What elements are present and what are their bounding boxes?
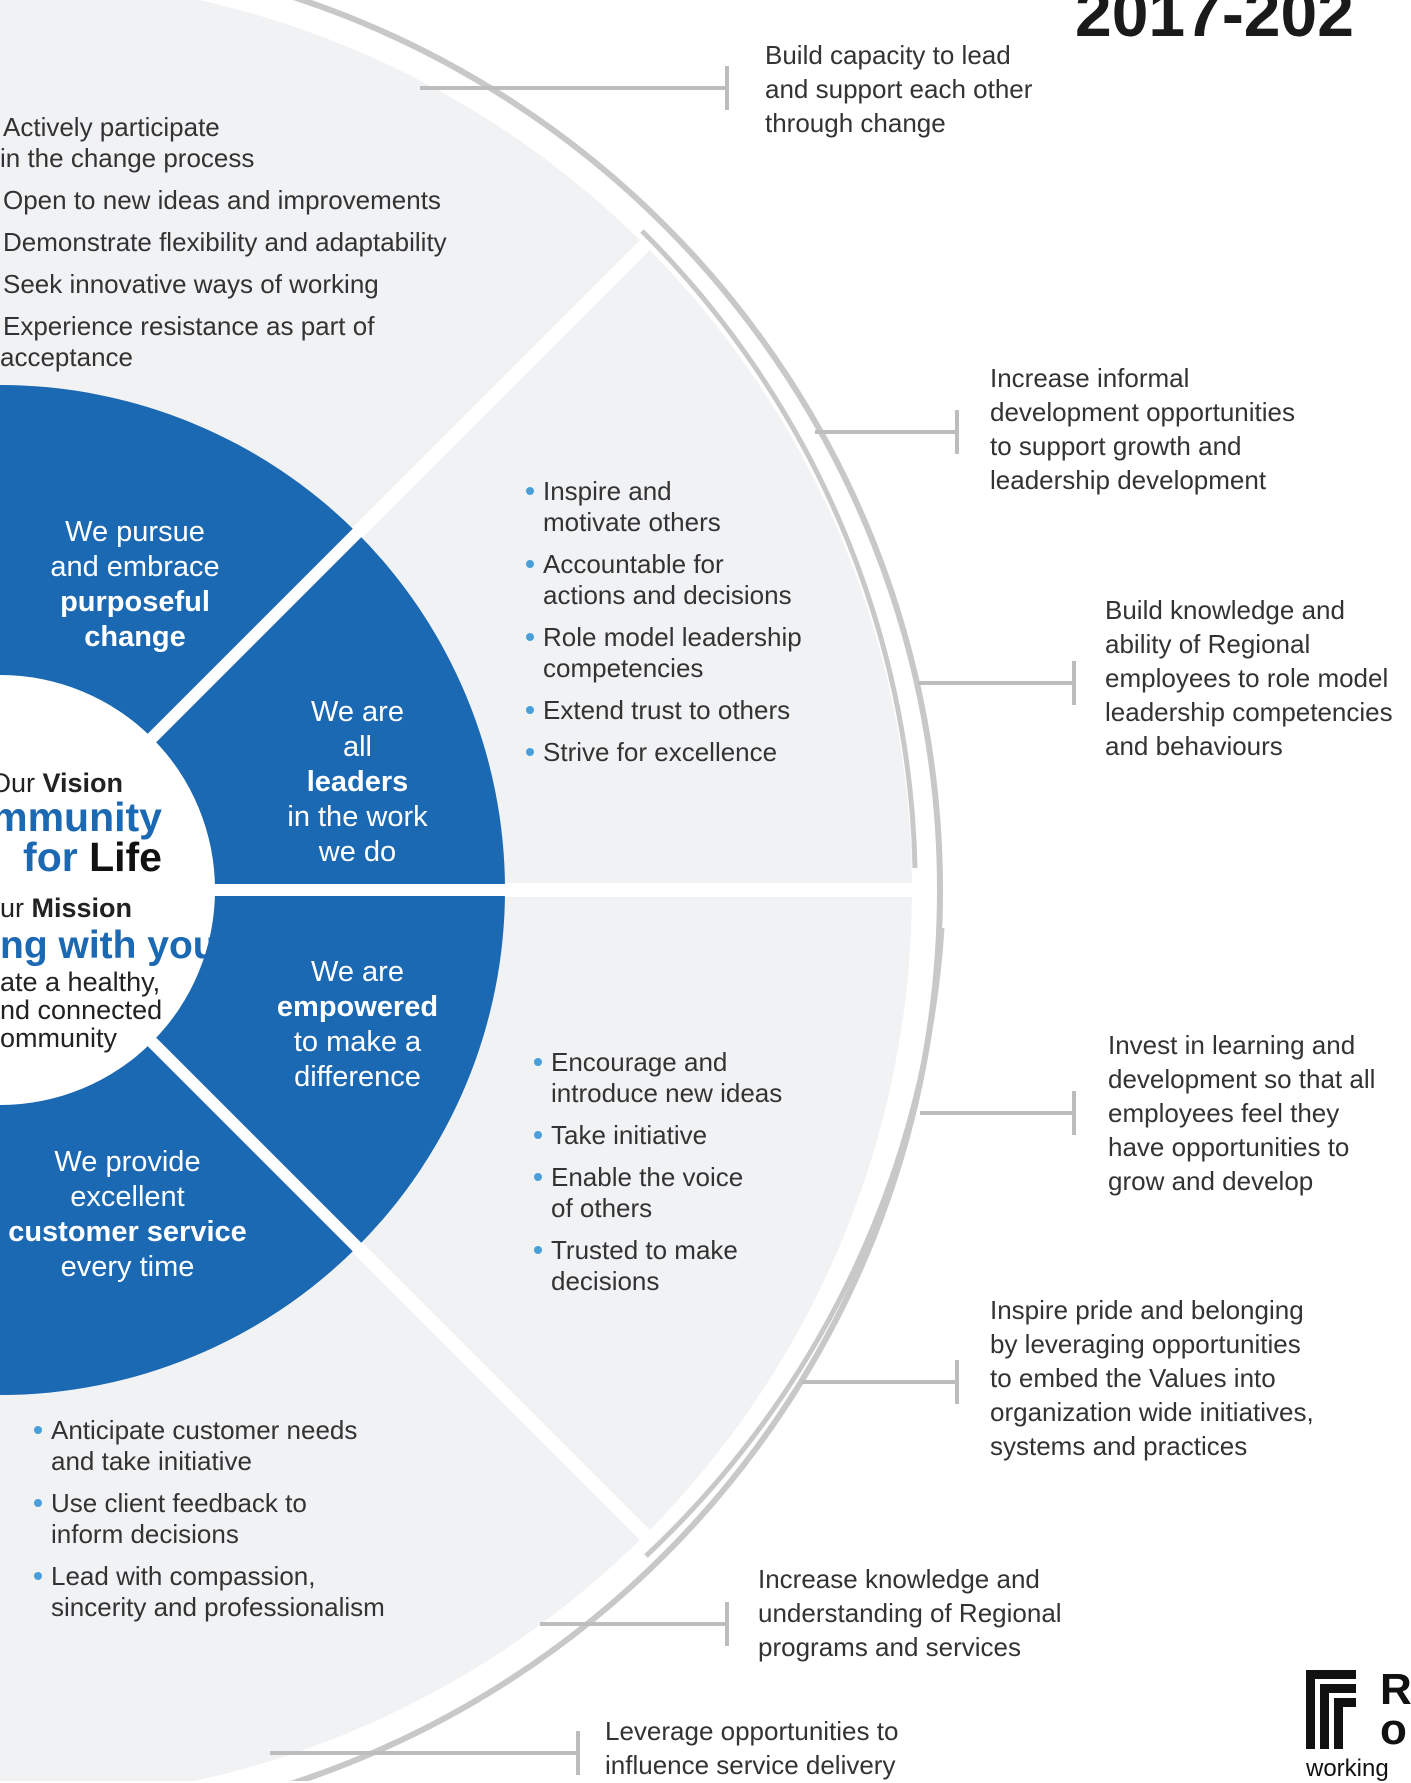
regional-logo: R o working bbox=[1300, 1665, 1411, 1782]
connector-4 bbox=[920, 1091, 1076, 1135]
change-behaviours-list: Actively participate in the change proce… bbox=[0, 112, 500, 373]
logo-tagline: working bbox=[1306, 1755, 1389, 1782]
wedge-leaders: We are all leaders in the work we do bbox=[287, 696, 428, 868]
connector-3 bbox=[918, 661, 1076, 705]
vision-statement: mmunity for Life bbox=[0, 794, 162, 880]
connector-2 bbox=[815, 410, 959, 454]
logo-mark-icon bbox=[1306, 1670, 1356, 1749]
service-behaviour-item: Lead with compassion,sincerity and profe… bbox=[32, 1561, 432, 1623]
logo-letter-o: o bbox=[1380, 1705, 1407, 1754]
mission-statement: ng with you bbox=[0, 924, 217, 967]
mission-label: ur Mission bbox=[0, 893, 133, 923]
mission-description: ate a healthy, nd connected ommunity bbox=[0, 967, 163, 1053]
outer-arc-upper bbox=[640, 229, 918, 869]
change-behaviour-item: Demonstrate flexibility and adaptability bbox=[3, 227, 447, 257]
leader-behaviour-item: Extend trust to others bbox=[524, 695, 854, 726]
connector-1 bbox=[420, 66, 729, 110]
connector-7 bbox=[270, 1731, 580, 1775]
connectors bbox=[270, 66, 1076, 1775]
outer-ring bbox=[289, 0, 943, 1781]
change-behaviour-item: Experience resistance as part of accepta… bbox=[0, 311, 375, 372]
center-circle bbox=[0, 675, 215, 1105]
change-behaviour-item: Seek innovative ways of working bbox=[3, 269, 379, 299]
change-behaviour-item: Open to new ideas and improvements bbox=[3, 185, 441, 215]
wedge-customer-service: We provide excellent customer service ev… bbox=[8, 1146, 247, 1283]
vision-label: Our Vision bbox=[0, 768, 124, 798]
page-title: 2017-202 bbox=[1075, 0, 1354, 50]
empowered-behaviour-item: Take initiative bbox=[532, 1120, 832, 1151]
leader-behaviour-item: Strive for excellence bbox=[524, 737, 854, 768]
connector-6 bbox=[540, 1602, 729, 1646]
change-behaviour-item: Actively participate in the change proce… bbox=[0, 112, 255, 173]
wedge-purposeful-change: We pursue and embrace purposeful change bbox=[50, 516, 220, 653]
wedge-empowered: We are empowered to make a difference bbox=[276, 956, 439, 1093]
logo-letter-r: R bbox=[1380, 1665, 1411, 1714]
outer-arc-lower bbox=[644, 927, 945, 1558]
connector-5 bbox=[801, 1360, 959, 1404]
